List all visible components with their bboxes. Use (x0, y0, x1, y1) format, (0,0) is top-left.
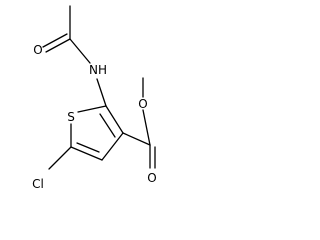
bond-nitrogen-to-ring (96, 78, 107, 107)
atom-sulfur-ring: S (67, 110, 75, 124)
bonds (42, 5, 156, 170)
bond-ring-c2-c3 (105, 105, 124, 134)
atom-oxygen-amide: O (33, 43, 42, 57)
bond-amide-carbonyl-2 (42, 33, 68, 48)
bond-ring-c3-c4 (101, 132, 124, 161)
bond-amide-carbonyl-1 (45, 38, 71, 53)
bond-ring-c2-sulfur (77, 105, 107, 113)
bond-ring-c2-c3-inner (99, 113, 116, 138)
bond-ring-to-ester-carbon (122, 132, 151, 146)
atom-nitrogen-amide: NH (89, 63, 107, 77)
bond-ring-to-chlorine (48, 146, 72, 170)
atom-oxygen-ester-ether: O (138, 97, 147, 111)
bond-ester-carbon-to-oxygen (142, 109, 151, 146)
molecule-drawing: O NH S Cl O O (32, 5, 157, 191)
atom-chlorine: Cl (32, 177, 44, 191)
bond-ring-c4-c5-inner (76, 142, 100, 153)
bond-amide-carbon-to-nitrogen (69, 38, 91, 64)
structure-diagram: O NH S Cl O O (0, 0, 176, 192)
atom-oxygen-ester-carbonyl: O (147, 171, 156, 185)
bond-ring-c4-c5 (70, 146, 103, 161)
